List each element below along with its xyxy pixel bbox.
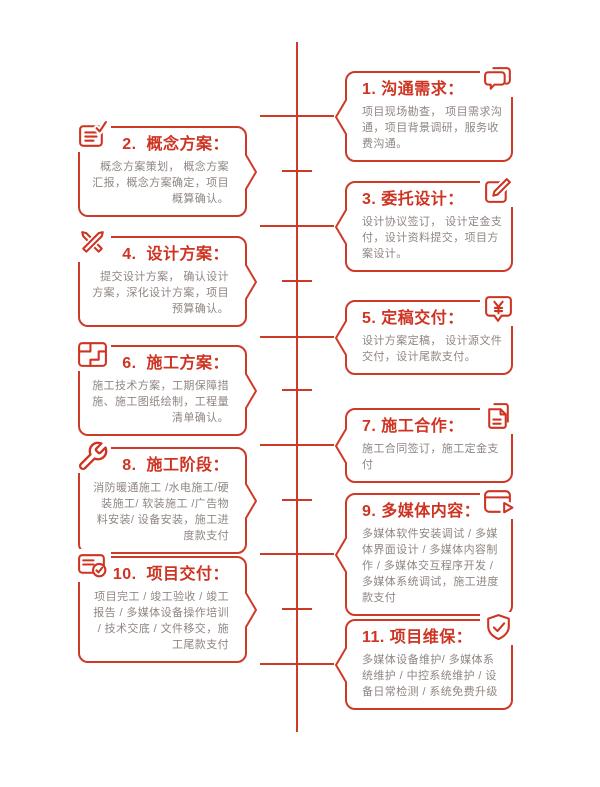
step-description: 消防暖通施工 /水电施工/硬装施工/ 软装施工 /广告物料安装/ 设备安装，施工… bbox=[93, 482, 229, 542]
step-description: 项目完工 / 竣工验收 / 竣工报告 / 多媒体设备操作培训 / 技术交底 / … bbox=[93, 591, 229, 651]
timeline-axis bbox=[296, 42, 298, 732]
wrench-icon bbox=[74, 440, 111, 473]
step-title: 9. 多媒体内容： bbox=[362, 503, 481, 520]
note-list-icon bbox=[74, 119, 111, 152]
step-title: 3. 委托设计： bbox=[362, 191, 464, 208]
step-4-callout: 4. 设计方案： 提交设计方案， 确认设计方案，深化设计方案，项目预算确认。 bbox=[74, 229, 257, 327]
pencil-edit-icon bbox=[480, 174, 517, 207]
shield-check-icon bbox=[480, 612, 517, 645]
yuan-bubble-icon bbox=[480, 293, 517, 326]
timeline-connector bbox=[260, 663, 334, 665]
timeline-tick bbox=[282, 280, 312, 282]
documents-stack-icon bbox=[480, 401, 517, 434]
step-description: 项目现场勘查， 项目需求沟通，项目背景调研，服务收费沟通。 bbox=[362, 106, 503, 150]
step-title: 2. 概念方案： bbox=[122, 136, 229, 153]
timeline-connector bbox=[260, 336, 334, 338]
step-11-callout: 11. 项目维保： 多媒体设备维护/ 多媒体系统维护 / 中控系统维护 / 设备日… bbox=[335, 612, 517, 710]
step-title: 7. 施工合作： bbox=[362, 418, 464, 435]
step-title: 1. 沟通需求： bbox=[362, 81, 464, 98]
step-1-callout: 1. 沟通需求： 项目现场勘查， 项目需求沟通，项目背景调研，服务收费沟通。 bbox=[335, 64, 517, 162]
timeline-tick bbox=[282, 389, 312, 391]
step-title: 8. 施工阶段： bbox=[122, 457, 229, 474]
step-description: 施工技术方案，工期保障措施、施工图纸绘制，工程量清单确认。 bbox=[92, 380, 229, 424]
chat-bubbles-icon bbox=[480, 64, 517, 97]
timeline-connector bbox=[260, 225, 334, 227]
timeline-tick bbox=[282, 499, 312, 501]
step-title: 10. 项目交付： bbox=[112, 566, 229, 583]
step-8-callout: 8. 施工阶段： 消防暖通施工 /水电施工/硬装施工/ 软装施工 /广告物料安装/… bbox=[74, 440, 257, 554]
step-description: 设计方案定稿， 设计源文件交付，设计尾款支付。 bbox=[362, 335, 503, 363]
card-check-icon bbox=[74, 549, 111, 582]
step-7-callout: 7. 施工合作： 施工合同签订，施工定金支付 bbox=[335, 401, 517, 483]
timeline-connector bbox=[260, 115, 334, 117]
step-description: 概念方案策划， 概念方案汇报，概念方案确定，项目概算确认。 bbox=[92, 161, 229, 205]
timeline-tick bbox=[282, 608, 312, 610]
step-2-callout: 2. 概念方案： 概念方案策划， 概念方案汇报，概念方案确定，项目概算确认。 bbox=[74, 119, 257, 217]
step-10-callout: 10. 项目交付： 项目完工 / 竣工验收 / 竣工报告 / 多媒体设备操作培训 … bbox=[74, 549, 257, 663]
step-title: 4. 设计方案： bbox=[122, 246, 229, 263]
step-title: 6. 施工方案： bbox=[122, 355, 229, 372]
step-3-callout: 3. 委托设计： 设计协议签订， 设计定金支付，设计资料提交，项目方案设计。 bbox=[335, 174, 517, 272]
step-6-callout: 6. 施工方案： 施工技术方案，工期保障措施、施工图纸绘制，工程量清单确认。 bbox=[74, 338, 257, 436]
media-play-icon bbox=[480, 486, 517, 519]
step-title: 5. 定稿交付： bbox=[362, 310, 464, 327]
step-title: 11. 项目维保： bbox=[362, 629, 473, 646]
step-description: 多媒体软件安装调试 / 多媒体界面设计 / 多媒体内容制作 / 多媒体交互程序开… bbox=[362, 528, 499, 604]
step-description: 多媒体设备维护/ 多媒体系统维护 / 中控系统维护 / 设备日常检测 / 系统免… bbox=[362, 654, 498, 698]
step-9-callout: 9. 多媒体内容： 多媒体软件安装调试 / 多媒体界面设计 / 多媒体内容制作 /… bbox=[335, 486, 517, 616]
step-description: 设计协议签订， 设计定金支付，设计资料提交，项目方案设计。 bbox=[362, 216, 503, 260]
step-5-callout: 5. 定稿交付： 设计方案定稿， 设计源文件交付，设计尾款支付。 bbox=[335, 293, 517, 375]
crossed-pens-icon bbox=[74, 229, 111, 262]
step-description: 施工合同签订，施工定金支付 bbox=[362, 443, 499, 471]
step-description: 提交设计方案， 确认设计方案，深化设计方案，项目预算确认。 bbox=[92, 271, 229, 315]
timeline-connector bbox=[260, 553, 334, 555]
blueprint-icon bbox=[74, 338, 111, 371]
timeline-tick bbox=[282, 170, 312, 172]
timeline-connector bbox=[260, 444, 334, 446]
